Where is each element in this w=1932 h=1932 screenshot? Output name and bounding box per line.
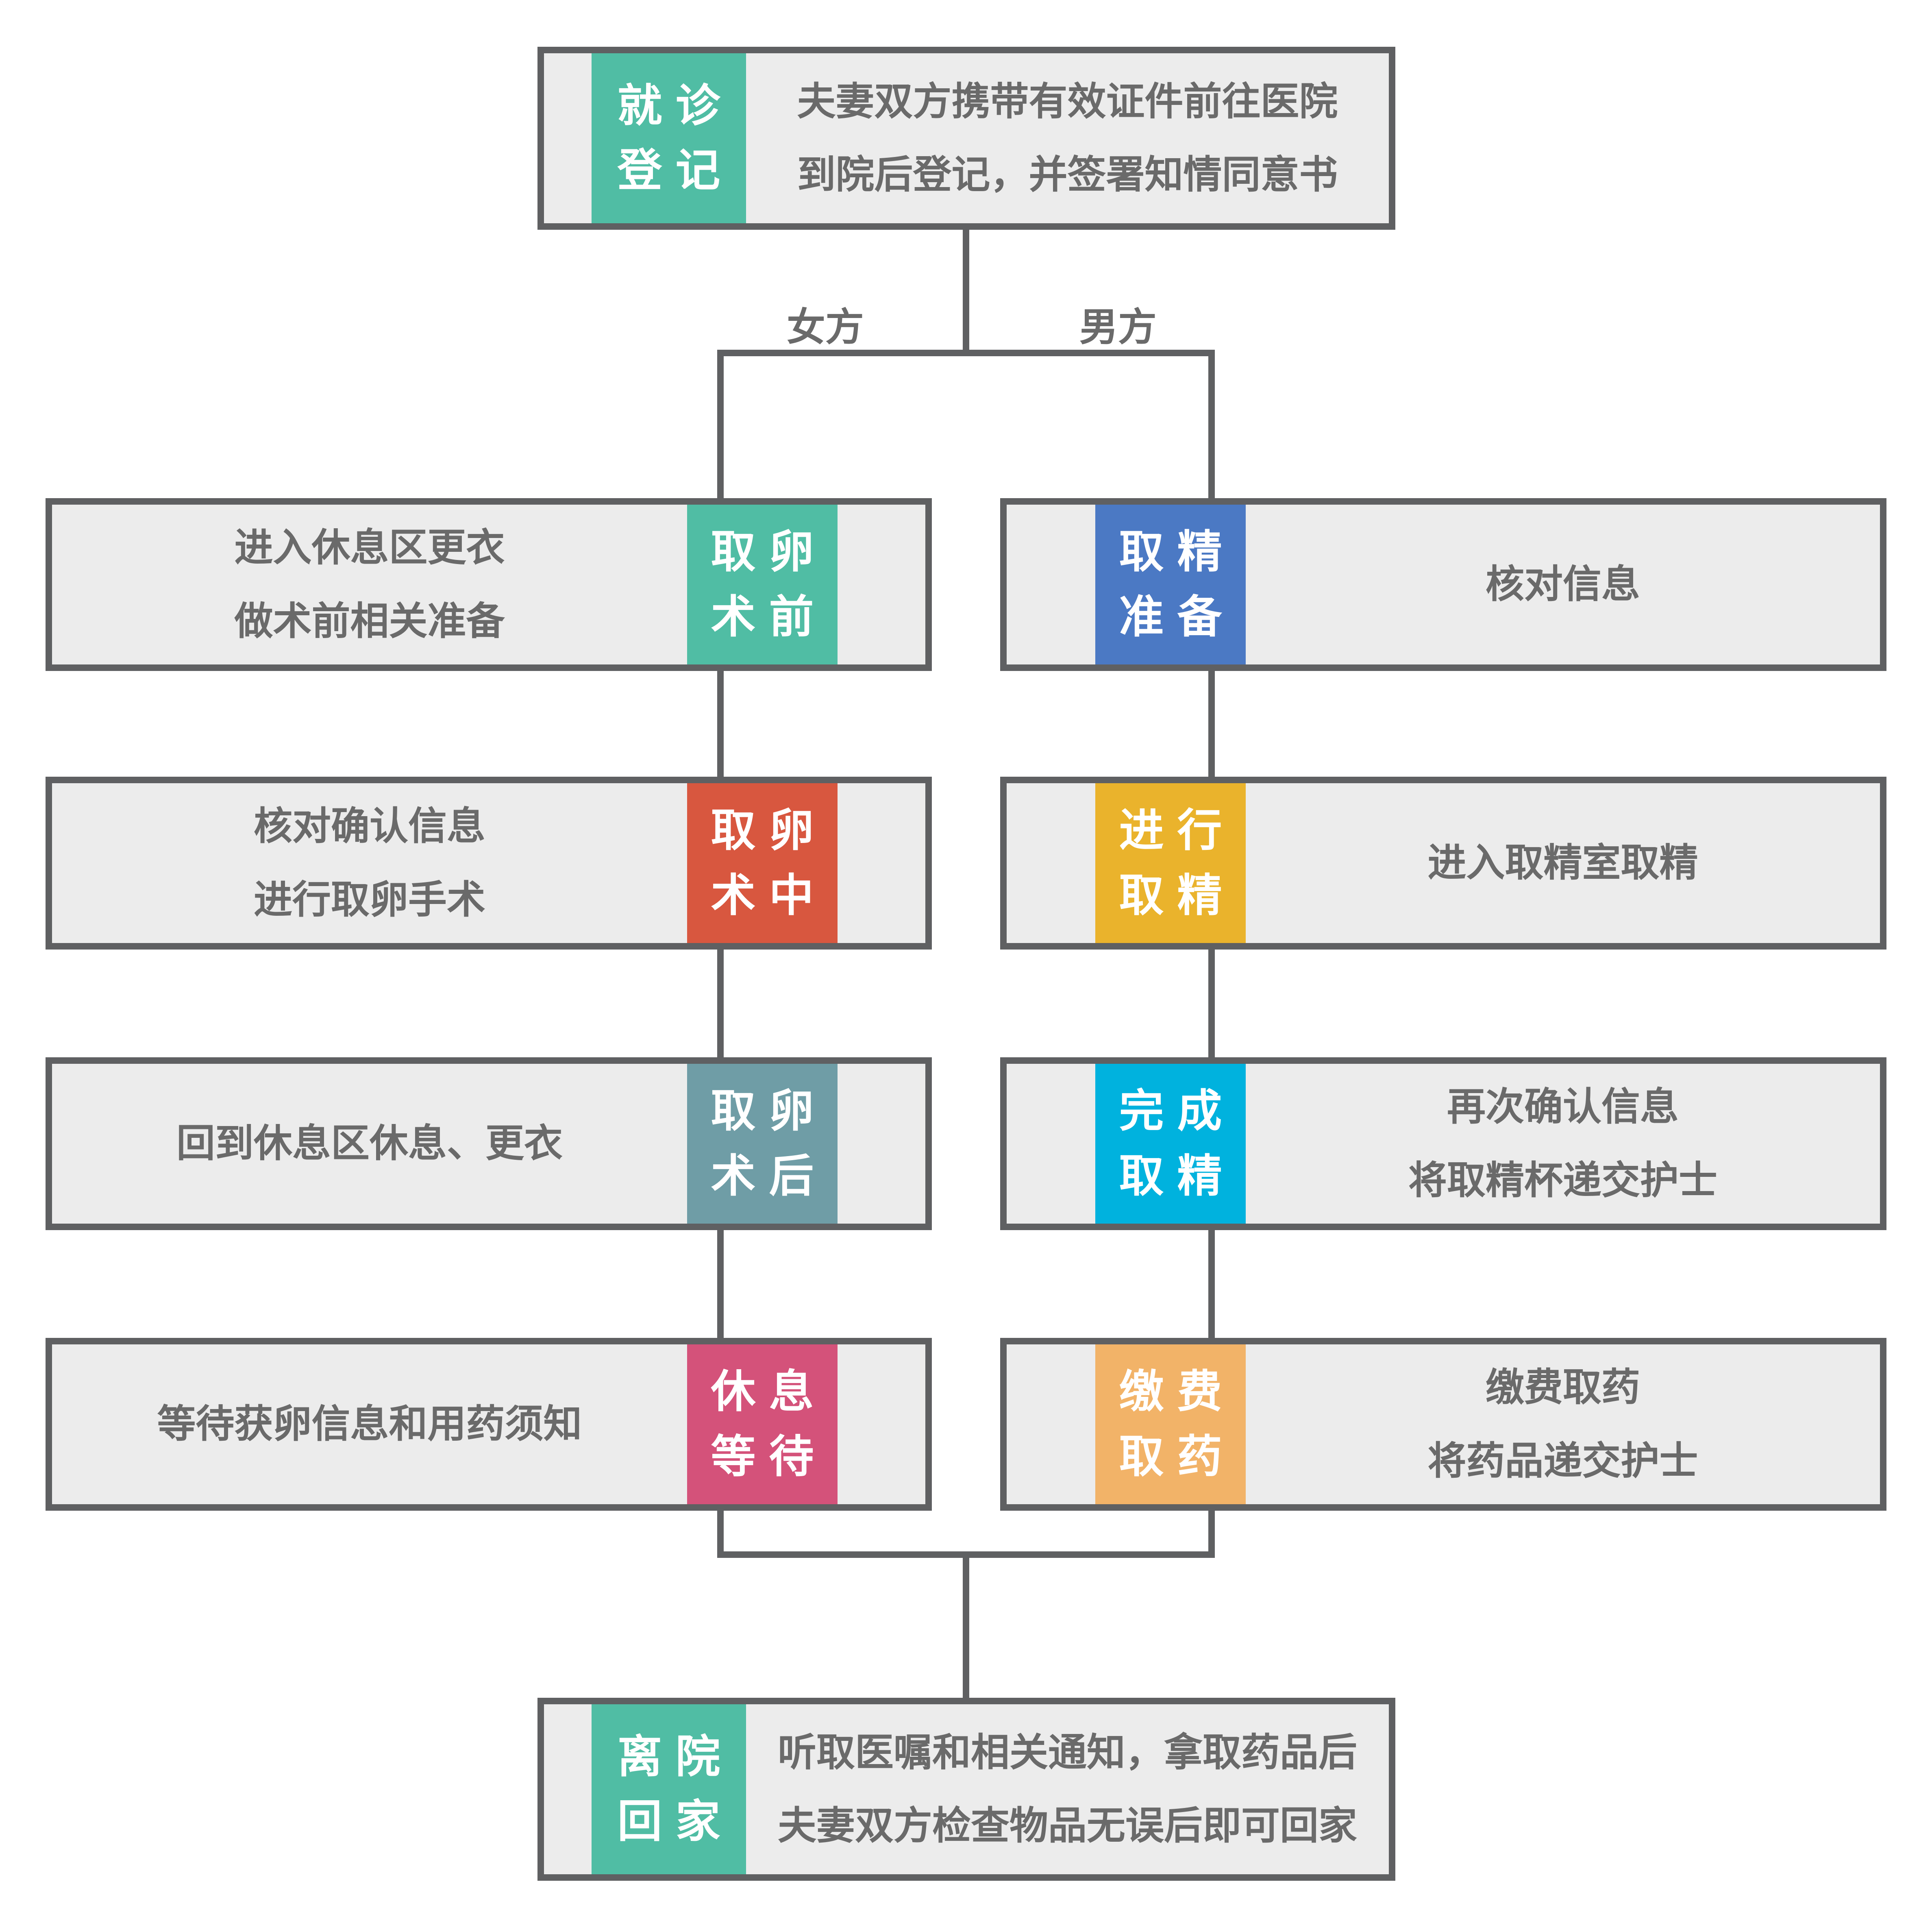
box-pay-medicine: 缴费 取药 缴费取药 将药品递交护士 — [1000, 1338, 1886, 1511]
label-line: 取精 — [1119, 527, 1236, 577]
label-line: 准备 — [1119, 592, 1236, 642]
label-line: 取卵 — [711, 1086, 827, 1136]
box-sperm-prepare-desc: 核对信息 — [1246, 505, 1880, 664]
desc-line: 进入休息区更衣 — [234, 526, 505, 569]
desc-line: 将药品递交护士 — [1427, 1439, 1698, 1483]
box-go-home-desc: 听取医嘱和相关通知，拿取药品后 夫妻双方检查物品无误后即可回家 — [746, 1704, 1389, 1874]
label-line: 休息 — [711, 1367, 827, 1417]
male-branch-label: 男方 — [1079, 306, 1157, 349]
desc-line: 到院后登记，并签署知情同意书 — [797, 153, 1338, 196]
box-registration-desc: 夫妻双方携带有效证件前往医院 到院后登记，并签署知情同意书 — [746, 53, 1389, 223]
label-line: 进行 — [1119, 806, 1236, 856]
box-sperm-prepare: 取精 准备 核对信息 — [1000, 498, 1886, 671]
label-line: 术中 — [711, 870, 827, 921]
connector-left-row3-row4 — [717, 1230, 724, 1339]
label-line: 登记 — [617, 146, 734, 196]
box-egg-pre-op: 进入休息区更衣 做术前相关准备 取卵 术前 — [46, 498, 932, 671]
box-egg-post-op-desc: 回到休息区休息、更衣 — [52, 1064, 687, 1224]
box-egg-pre-op-label: 取卵 术前 — [687, 505, 838, 664]
box-pay-medicine-desc: 缴费取药 将药品递交护士 — [1246, 1344, 1880, 1504]
connector-right-branch-stem — [1208, 353, 1215, 499]
desc-line: 进行取卵手术 — [253, 878, 485, 921]
label-line: 离院 — [617, 1732, 734, 1782]
connector-branch-bar — [717, 350, 1215, 356]
label-line: 等待 — [711, 1431, 827, 1482]
box-sperm-collect-desc: 进入取精室取精 — [1246, 783, 1880, 943]
label-line: 取精 — [1119, 870, 1236, 921]
box-egg-post-op-label: 取卵 术后 — [687, 1064, 838, 1224]
connector-right-merge-stem — [1208, 1511, 1215, 1556]
connector-left-merge-stem — [717, 1511, 724, 1556]
label-line: 术前 — [711, 592, 827, 642]
connector-top-stem — [963, 230, 969, 353]
desc-line: 听取医嘱和相关通知，拿取药品后 — [777, 1731, 1357, 1774]
label-line: 回家 — [617, 1797, 734, 1847]
desc-line: 夫妻双方携带有效证件前往医院 — [797, 80, 1338, 123]
box-registration-label: 就诊 登记 — [592, 53, 746, 223]
box-sperm-finish-desc: 再次确认信息 将取精杯递交护士 — [1246, 1064, 1880, 1224]
desc-line: 等待获卵信息和用药须知 — [157, 1403, 582, 1446]
desc-line: 回到休息区休息、更衣 — [176, 1122, 563, 1165]
desc-line: 缴费取药 — [1485, 1366, 1640, 1409]
desc-line: 将取精杯递交护士 — [1408, 1159, 1717, 1202]
label-line: 取卵 — [711, 527, 827, 577]
female-branch-label: 女方 — [786, 306, 864, 349]
box-pay-medicine-label: 缴费 取药 — [1095, 1344, 1246, 1504]
box-egg-pre-op-desc: 进入休息区更衣 做术前相关准备 — [52, 505, 687, 664]
label-line: 就诊 — [617, 81, 734, 131]
box-sperm-collect: 进行 取精 进入取精室取精 — [1000, 777, 1886, 950]
connector-bottom-stem — [963, 1555, 969, 1700]
box-go-home-label: 离院 回家 — [592, 1704, 746, 1874]
connector-left-branch-stem — [717, 353, 724, 499]
label-line: 取精 — [1119, 1151, 1236, 1201]
label-line: 取药 — [1119, 1431, 1236, 1482]
connector-left-row2-row3 — [717, 950, 724, 1059]
box-egg-during-op-label: 取卵 术中 — [687, 783, 838, 943]
box-rest-wait: 等待获卵信息和用药须知 休息 等待 — [46, 1338, 932, 1511]
box-egg-during-op: 核对确认信息 进行取卵手术 取卵 术中 — [46, 777, 932, 950]
label-line: 术后 — [711, 1151, 827, 1201]
box-sperm-prepare-label: 取精 准备 — [1095, 505, 1246, 664]
box-rest-wait-label: 休息 等待 — [687, 1344, 838, 1504]
box-rest-wait-desc: 等待获卵信息和用药须知 — [52, 1344, 687, 1504]
connector-merge-bar — [717, 1551, 1215, 1558]
box-egg-post-op: 回到休息区休息、更衣 取卵 术后 — [46, 1057, 932, 1230]
box-sperm-finish-label: 完成 取精 — [1095, 1064, 1246, 1224]
connector-right-row2-row3 — [1208, 950, 1215, 1059]
label-line: 完成 — [1119, 1086, 1236, 1136]
connector-right-row3-row4 — [1208, 1230, 1215, 1339]
desc-line: 做术前相关准备 — [234, 599, 505, 643]
desc-line: 核对信息 — [1485, 563, 1640, 606]
desc-line: 夫妻双方检查物品无误后即可回家 — [777, 1804, 1357, 1847]
connector-left-row1-row2 — [717, 671, 724, 778]
box-sperm-finish: 完成 取精 再次确认信息 将取精杯递交护士 — [1000, 1057, 1886, 1230]
box-egg-during-op-desc: 核对确认信息 进行取卵手术 — [52, 783, 687, 943]
box-go-home: 离院 回家 听取医嘱和相关通知，拿取药品后 夫妻双方检查物品无误后即可回家 — [537, 1698, 1395, 1881]
desc-line: 进入取精室取精 — [1427, 841, 1698, 885]
label-line: 取卵 — [711, 806, 827, 856]
box-registration: 就诊 登记 夫妻双方携带有效证件前往医院 到院后登记，并签署知情同意书 — [537, 47, 1395, 230]
box-sperm-collect-label: 进行 取精 — [1095, 783, 1246, 943]
desc-line: 再次确认信息 — [1447, 1085, 1679, 1128]
label-line: 缴费 — [1119, 1367, 1236, 1417]
desc-line: 核对确认信息 — [253, 805, 485, 848]
connector-right-row1-row2 — [1208, 671, 1215, 778]
